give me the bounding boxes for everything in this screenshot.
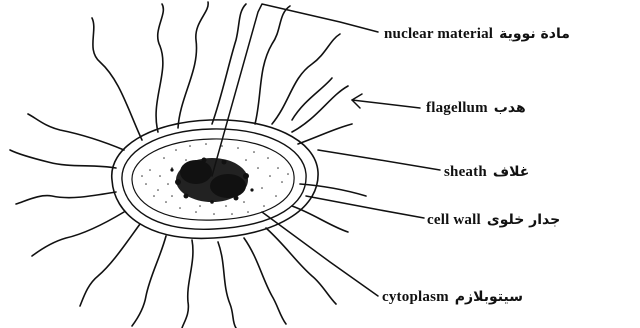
label-cell-wall: cell wall جدار خلوى <box>427 212 560 228</box>
label-cell-wall-en: cell wall <box>427 212 481 228</box>
label-sheath-ar: غلاف <box>493 164 529 180</box>
flagellum-strand <box>272 34 340 124</box>
cell-wall-leader-line <box>306 196 424 218</box>
flagellum-strand <box>32 212 124 256</box>
label-nuclear-material-en: nuclear material <box>384 26 493 42</box>
flagellum-strand <box>292 78 332 120</box>
flagellum-strand <box>156 4 163 132</box>
flagellum-strand <box>212 4 246 124</box>
flagellum-strand <box>218 242 236 328</box>
label-cytoplasm-en: cytoplasm <box>382 289 449 305</box>
nuclear-leader-line <box>212 4 378 176</box>
label-sheath-en: sheath <box>444 164 487 180</box>
flagellum-leader-line <box>352 100 420 108</box>
flagellum-strand <box>10 150 116 168</box>
flagellum-strand <box>300 184 366 196</box>
label-cytoplasm: cytoplasm سيتوبلازم <box>382 289 523 305</box>
flagellum-strand <box>92 18 142 140</box>
label-nuclear-material-ar: مادة نووية <box>499 26 570 42</box>
nuclear-material-cluster <box>170 158 253 204</box>
label-cell-wall-ar: جدار خلوى <box>487 212 560 228</box>
label-cytoplasm-ar: سيتوبلازم <box>455 289 523 305</box>
label-flagellum-en: flagellum <box>426 100 488 116</box>
label-nuclear-material: nuclear material مادة نووية <box>384 26 570 42</box>
flagellum-strand <box>244 238 286 324</box>
flagellum-strand <box>16 192 116 204</box>
label-flagellum: flagellum هدب <box>426 100 526 116</box>
sheath-leader-line <box>318 150 440 170</box>
label-sheath: sheath غلاف <box>444 164 529 180</box>
flagellum-strand <box>80 224 140 306</box>
flagellum-strand <box>132 236 166 326</box>
flagellum-strand <box>266 228 336 304</box>
flagellum-strand <box>298 124 352 144</box>
flagellum-strand <box>178 2 208 128</box>
flagellum-strand <box>182 240 193 328</box>
flagellum-strand <box>255 6 290 124</box>
flagellum-strand <box>28 114 124 150</box>
label-flagellum-ar: هدب <box>494 100 526 116</box>
